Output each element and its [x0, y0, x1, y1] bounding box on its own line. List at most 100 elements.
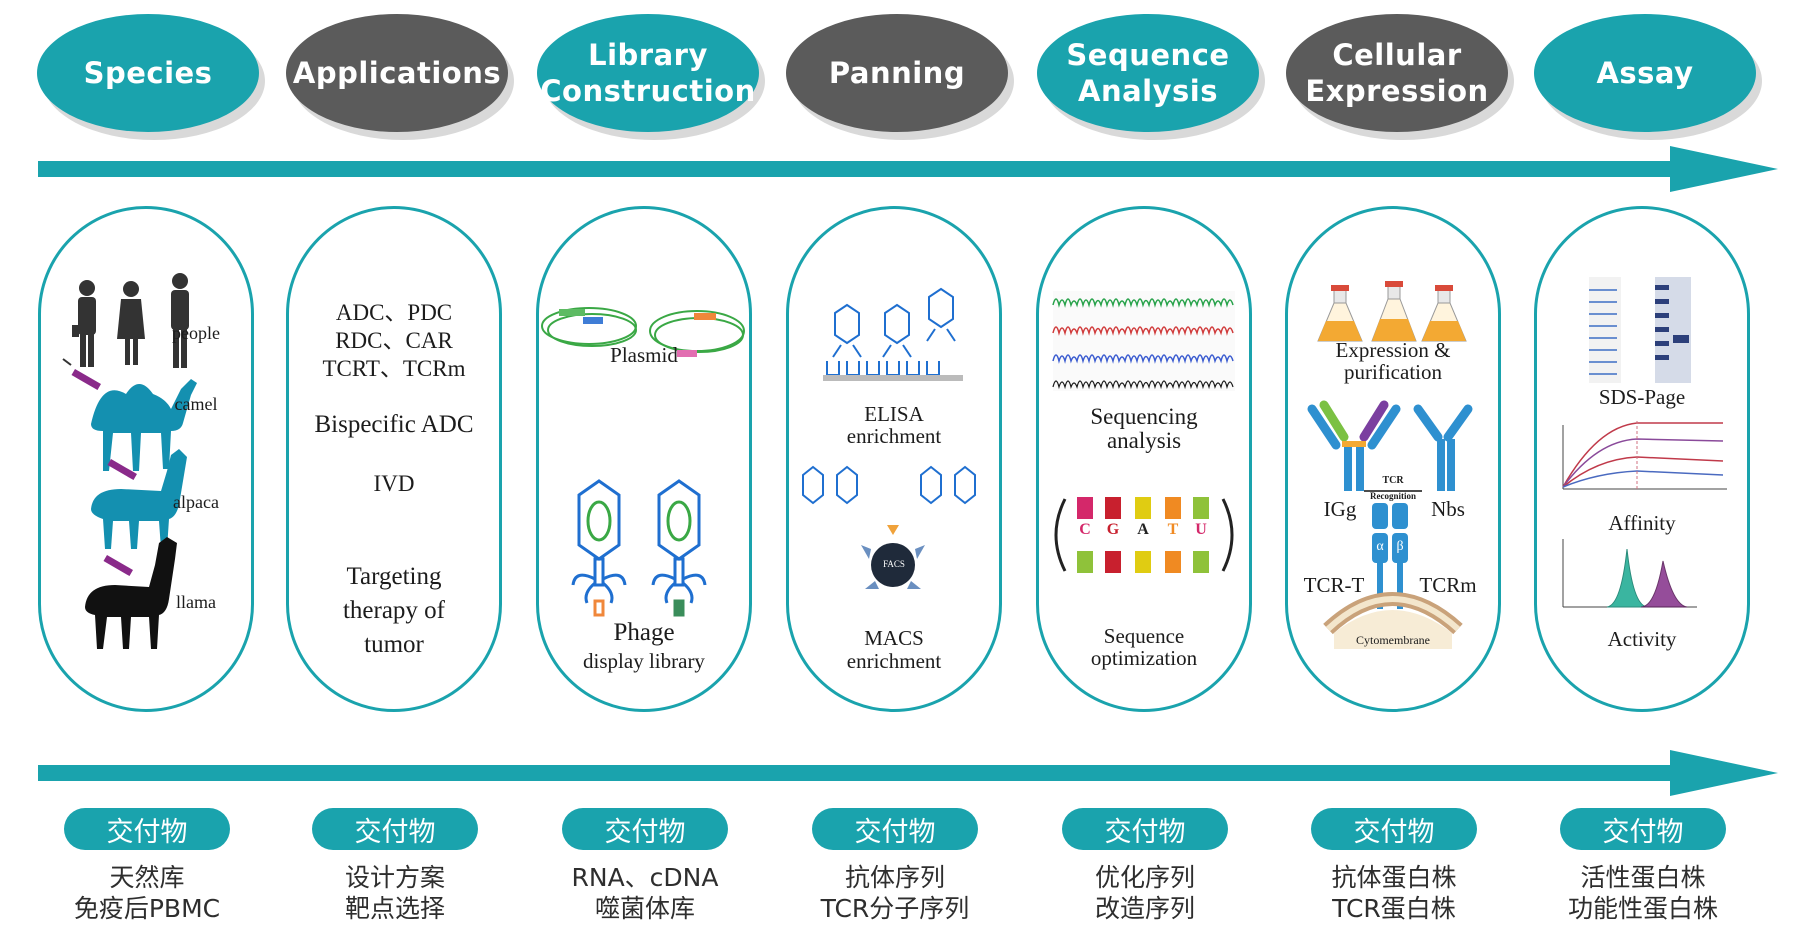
- deliverable-text: 设计方案靶点选择: [280, 862, 510, 924]
- deliverable-line: 噬菌体库: [594, 894, 695, 923]
- panel-assay: SDS-Page Affinity Activity: [1534, 206, 1750, 712]
- bottom-arrow: [38, 750, 1778, 796]
- plasmid-icon: [649, 310, 745, 357]
- macs-sublabel: enrichment: [846, 649, 942, 673]
- base-label: U: [1195, 521, 1207, 538]
- plasmid-label: Plasmid: [610, 343, 678, 367]
- cytomembrane-icon: [1323, 592, 1463, 649]
- panel-panning: FACS ELISA enrichment MACS enrichment: [786, 206, 1002, 712]
- optimization-sublabel: optimization: [1090, 646, 1198, 670]
- alpha-label: α: [1376, 539, 1384, 554]
- deliverable-badge: 交付物: [562, 808, 728, 850]
- step-assay: Assay: [1534, 14, 1770, 144]
- step-oval: Panning: [786, 14, 1008, 132]
- phage-sublabel: display library: [583, 649, 705, 673]
- app-line: Bispecific ADC: [314, 411, 474, 438]
- deliverable-line: TCR蛋白株: [1332, 894, 1456, 923]
- activity-histogram-icon: [1562, 539, 1697, 608]
- elisa-label: ELISA: [864, 402, 924, 426]
- step-label-line2: Expression: [1305, 74, 1489, 108]
- phage-label: Phage: [613, 619, 675, 646]
- deliverable-text: 天然库免疫后PBMC: [32, 862, 262, 924]
- expression-sublabel: purification: [1344, 360, 1442, 384]
- tcrm-label: TCRm: [1419, 573, 1477, 597]
- activity-label: Activity: [1607, 627, 1677, 651]
- tcr-icon: [1364, 490, 1422, 609]
- nbs-label: Nbs: [1431, 497, 1465, 521]
- recognition-label: Recognition: [1370, 491, 1416, 501]
- phage-icon: [651, 479, 707, 617]
- step-label-line1: Library: [588, 38, 708, 72]
- plasmid-icon: [541, 307, 637, 347]
- deliverable-badge: 交付物: [1311, 808, 1477, 850]
- base-label: G: [1106, 521, 1120, 538]
- affinity-chart-icon: [1562, 421, 1727, 490]
- step-applications: Applications: [286, 14, 522, 144]
- panel-applications: ADC、PDC RDC、CAR TCRT、TCRm Bispecific ADC…: [286, 206, 502, 712]
- deliverable-text: 活性蛋白株功能性蛋白株: [1528, 862, 1758, 924]
- step-panning: Panning: [786, 14, 1022, 144]
- syringe-icon: [62, 358, 101, 391]
- macs-label: MACS: [864, 626, 924, 650]
- panel-cellular: TCR Recognition α β Expression & purific…: [1285, 206, 1501, 712]
- deliverable-badge: 交付物: [1062, 808, 1228, 850]
- panel-sequence: C G A T U Sequencing analysis Sequence o…: [1036, 206, 1252, 712]
- base-label: A: [1137, 521, 1149, 538]
- alpaca-label: alpaca: [173, 492, 219, 512]
- nucleotide-icon: [1054, 497, 1234, 573]
- base-label: C: [1079, 521, 1091, 538]
- deliverable-line: 功能性蛋白株: [1567, 894, 1718, 923]
- app-line: Targeting: [346, 563, 442, 590]
- macs-icon: [802, 465, 976, 589]
- step-oval: Assay: [1534, 14, 1756, 132]
- deliverable-line: 活性蛋白株: [1580, 863, 1706, 892]
- llama-icon: [85, 537, 177, 649]
- deliverable-text: 优化序列改造序列: [1030, 862, 1260, 924]
- llama-label: llama: [176, 592, 216, 612]
- deliverable-line: 靶点选择: [344, 894, 445, 923]
- camel-icon: [91, 379, 197, 471]
- elisa-sublabel: enrichment: [846, 424, 942, 448]
- igg-label: IGg: [1323, 497, 1357, 521]
- step-label-line2: Construction: [540, 74, 756, 108]
- deliverable-line: 免疫后PBMC: [73, 894, 221, 923]
- sds-label: SDS-Page: [1598, 385, 1686, 409]
- syringe-icon: [107, 459, 137, 481]
- deliverable-badge: 交付物: [1560, 808, 1726, 850]
- tcrt-label: TCR-T: [1303, 573, 1365, 597]
- people-label: people: [172, 323, 220, 343]
- step-label: Assay: [1596, 56, 1694, 90]
- panel-library: Plasmid Phage display library: [536, 206, 752, 712]
- chromatogram-icon: [1052, 291, 1235, 391]
- step-label-line1: Cellular: [1332, 38, 1462, 72]
- deliverable-line: 设计方案: [344, 863, 445, 892]
- deliverable-line: 优化序列: [1094, 863, 1195, 892]
- camel-label: camel: [174, 394, 218, 414]
- step-oval: Applications: [286, 14, 508, 132]
- affinity-label: Affinity: [1608, 511, 1676, 535]
- app-line: ADC、PDC: [335, 300, 453, 325]
- elisa-icon: [823, 287, 963, 381]
- beta-label: β: [1396, 539, 1404, 554]
- step-label: Species: [83, 56, 213, 90]
- step-label: Panning: [828, 56, 966, 90]
- facs-label: FACS: [883, 559, 905, 569]
- step-oval: Species: [37, 14, 259, 132]
- step-label-line2: Analysis: [1078, 74, 1218, 108]
- step-label-line1: Sequence: [1066, 38, 1230, 72]
- flask-icon: [1317, 281, 1467, 342]
- deliverable-badge: 交付物: [64, 808, 230, 850]
- tcr-label: TCR: [1382, 475, 1404, 486]
- deliverable-line: 天然库: [109, 863, 185, 892]
- app-line: TCRT、TCRm: [322, 356, 466, 381]
- people-icon: [72, 273, 189, 368]
- phage-icon: [571, 479, 627, 617]
- alpaca-icon: [91, 449, 187, 549]
